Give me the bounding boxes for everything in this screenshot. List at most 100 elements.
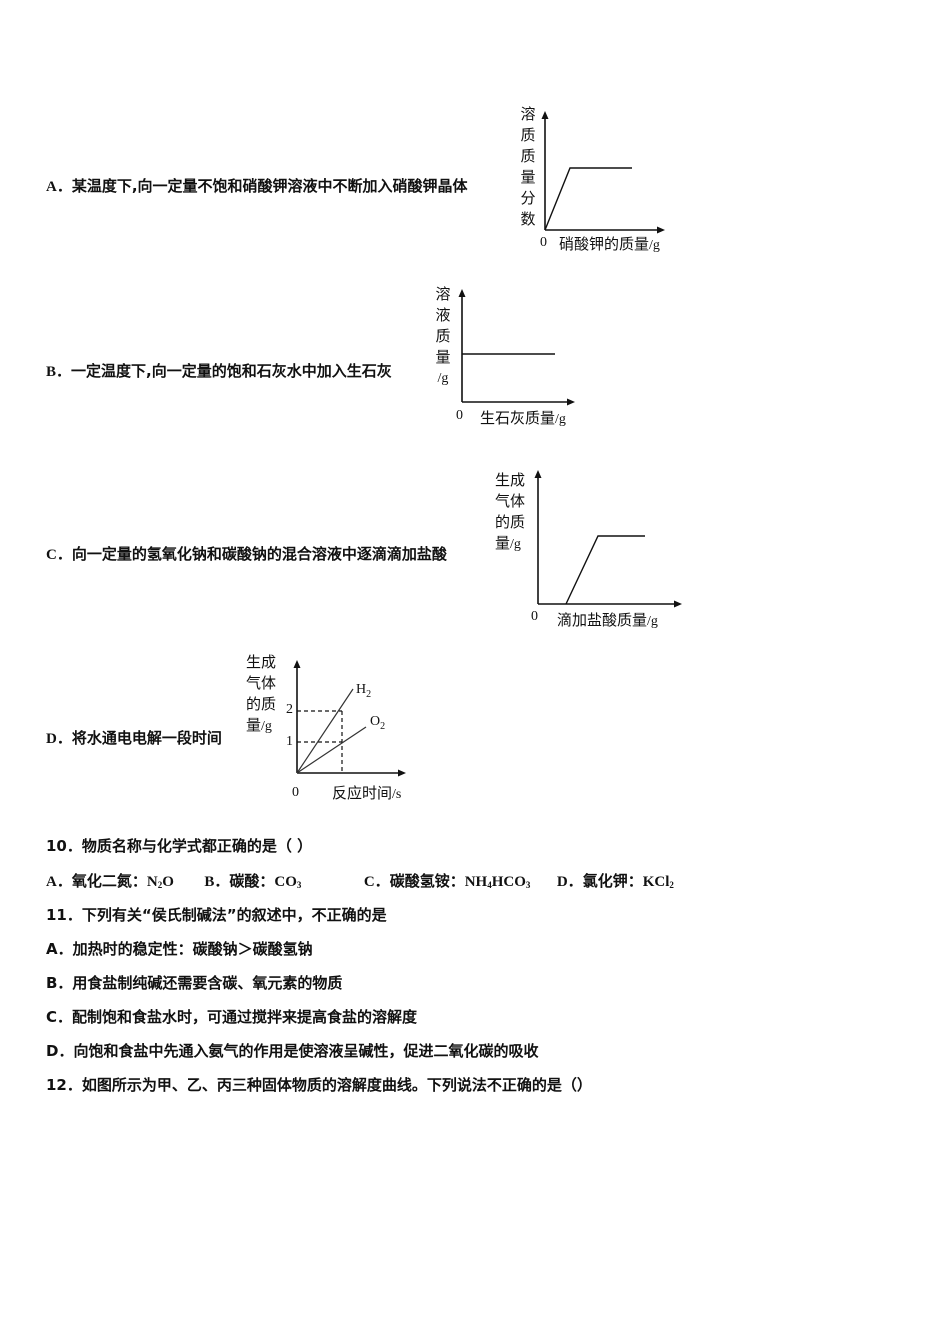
option-name: 碳酸： xyxy=(229,872,275,890)
option-letter: D． xyxy=(556,874,583,890)
formula: CO3 xyxy=(274,874,301,890)
q10-options: A．氧化二氮：N2O B．碳酸：CO3 C．碳酸氢铵：NH4HCO3 D．氯化钾… xyxy=(46,871,674,895)
chart-b: 溶 液 质 量 /g 0 生石灰质量/g xyxy=(430,284,590,434)
option-c: C．向一定量的氢氧化钠和碳酸钠的混合溶液中逐滴滴加盐酸 xyxy=(46,544,447,565)
q10-option-a: A．氧化二氮：N2O xyxy=(46,872,179,890)
formula: N2O xyxy=(147,874,174,890)
chart-a: 溶 质 质 量 分 数 0 硝酸钾的质量/g xyxy=(515,104,685,264)
chart-d: 生成 气体 的质 量/g 2 1 H2 O2 0 反应时间/s xyxy=(246,652,421,808)
option-name: 氧化二氮： xyxy=(71,872,147,890)
option-letter: B． xyxy=(204,874,230,890)
formula-part: N xyxy=(146,874,158,890)
option-text: 向一定量的氢氧化钠和碳酸钠的混合溶液中逐滴滴加盐酸 xyxy=(71,545,447,563)
q11-stem: 11．下列有关“侯氏制碱法”的叙述中，不正确的是 xyxy=(46,906,387,924)
x-label-text: 硝酸钾的质量 xyxy=(559,235,650,253)
series-name: H xyxy=(356,682,367,697)
origin-label: 0 xyxy=(531,609,538,624)
formula: NH4HCO3 xyxy=(465,874,531,890)
origin-label: 0 xyxy=(540,235,547,250)
option-name: 氯化钾： xyxy=(582,872,643,890)
y-label-unit: /g xyxy=(261,719,272,734)
y-axis-label: 溶 质 质 量 分 数 xyxy=(519,104,537,230)
series-label-o2: O2 xyxy=(370,714,385,732)
x-label-unit: /s xyxy=(392,787,402,802)
formula-part: HCO xyxy=(491,874,526,890)
origin-label: 0 xyxy=(292,785,299,800)
formula-sub: 2 xyxy=(157,880,163,890)
y-label-line: 气体 xyxy=(495,492,526,510)
x-label-unit: /g xyxy=(555,412,566,427)
x-label-unit: /g xyxy=(647,614,658,629)
y-label-char: 量 xyxy=(520,168,536,186)
y-label-char: 分 xyxy=(520,189,536,207)
y-label-line: 生成 xyxy=(495,471,526,489)
q10-option-b: B．碳酸：CO3 xyxy=(204,872,306,890)
formula-part: NH xyxy=(464,874,488,890)
y-label-line: 的质 xyxy=(246,695,277,713)
formula: KCl2 xyxy=(643,874,674,890)
series-label-h2: H2 xyxy=(356,682,371,700)
y-label-char: 质 xyxy=(435,327,451,345)
q11-option-c: C．配制饱和食盐水时，可通过搅拌来提高食盐的溶解度 xyxy=(46,1008,418,1026)
x-axis-label: 反应时间/s xyxy=(332,783,401,805)
y-label-char: 溶 xyxy=(435,285,451,303)
y-label-line: 气体 xyxy=(246,674,277,692)
y-label-line: 量 xyxy=(495,534,511,552)
x-axis-label: 硝酸钾的质量/g xyxy=(559,234,660,256)
y-label-char: 质 xyxy=(520,147,536,165)
option-text: 一定温度下,向一定量的饱和石灰水中加入生石灰 xyxy=(71,362,392,380)
formula-sub: 4 xyxy=(487,880,492,890)
q12-stem: 12．如图所示为甲、乙、丙三种固体物质的溶解度曲线。下列说法不正确的是（） xyxy=(46,1076,592,1094)
series-name: O xyxy=(370,714,381,729)
y-tick-1: 1 xyxy=(286,734,293,749)
chart-c-plot xyxy=(534,470,682,608)
q11-option-a: A．加热时的稳定性：碳酸钠＞碳酸氢钠 xyxy=(46,940,313,958)
y-label-char: 液 xyxy=(435,306,451,324)
y-axis-label: 生成 气体 的质 量/g xyxy=(495,470,535,555)
q11-option-b: B．用食盐制纯碱还需要含碳、氧元素的物质 xyxy=(46,974,343,992)
formula-part: O xyxy=(162,874,174,890)
q10-option-d: D．氯化钾：KCl2 xyxy=(557,872,674,890)
option-letter: B． xyxy=(46,364,72,380)
origin-label: 0 xyxy=(456,408,463,423)
y-label-char: 量 xyxy=(435,348,451,366)
x-label-text: 滴加盐酸质量 xyxy=(557,611,648,629)
y-label-line: 的质 xyxy=(495,513,526,531)
x-axis-label: 生石灰质量/g xyxy=(480,408,566,430)
formula-sub: 3 xyxy=(296,880,302,890)
formula-sub: 3 xyxy=(525,880,531,890)
x-axis-label: 滴加盐酸质量/g xyxy=(557,610,658,632)
x-label-unit: /g xyxy=(649,238,660,253)
chart-c: 生成 气体 的质 量/g 0 滴加盐酸质量/g xyxy=(495,466,690,636)
option-name: 碳酸氢铵： xyxy=(389,872,465,890)
x-label-text: 生石灰质量 xyxy=(480,409,556,427)
y-label-char: 数 xyxy=(520,210,536,228)
y-label-unit: /g xyxy=(510,537,521,552)
option-letter: D． xyxy=(46,731,72,747)
y-tick-2: 2 xyxy=(286,702,293,717)
chart-d-plot xyxy=(293,660,406,777)
y-label-char: 溶 xyxy=(520,105,536,123)
chart-a-plot xyxy=(541,111,665,234)
option-letter: A． xyxy=(46,874,72,890)
q11-option-d: D．向饱和食盐中先通入氨气的作用是使溶液呈碱性，促进二氧化碳的吸收 xyxy=(46,1042,539,1060)
y-label-line: 量 xyxy=(246,716,262,734)
series-subscript: 2 xyxy=(380,720,386,732)
y-label-unit: /g xyxy=(437,371,449,386)
q10-stem: 10．物质名称与化学式都正确的是（ ） xyxy=(46,837,313,855)
option-letter: C． xyxy=(46,547,72,563)
y-axis-label: 生成 气体 的质 量/g xyxy=(246,652,286,737)
chart-b-plot xyxy=(458,289,575,406)
option-a: A．某温度下,向一定量不饱和硝酸钾溶液中不断加入硝酸钾晶体 xyxy=(46,176,468,197)
y-label-line: 生成 xyxy=(246,653,277,671)
series-subscript: 2 xyxy=(366,688,372,700)
formula-sub: 2 xyxy=(669,880,674,890)
option-letter: A． xyxy=(46,179,72,195)
option-letter: C． xyxy=(363,874,390,890)
formula-part: KCl xyxy=(642,874,670,890)
option-b: B．一定温度下,向一定量的饱和石灰水中加入生石灰 xyxy=(46,361,392,382)
q10-option-c: C．碳酸氢铵：NH4HCO3 xyxy=(364,872,536,890)
option-text: 某温度下,向一定量不饱和硝酸钾溶液中不断加入硝酸钾晶体 xyxy=(71,177,468,195)
option-text: 将水通电电解一段时间 xyxy=(71,729,222,747)
option-d: D．将水通电电解一段时间 xyxy=(46,728,222,749)
